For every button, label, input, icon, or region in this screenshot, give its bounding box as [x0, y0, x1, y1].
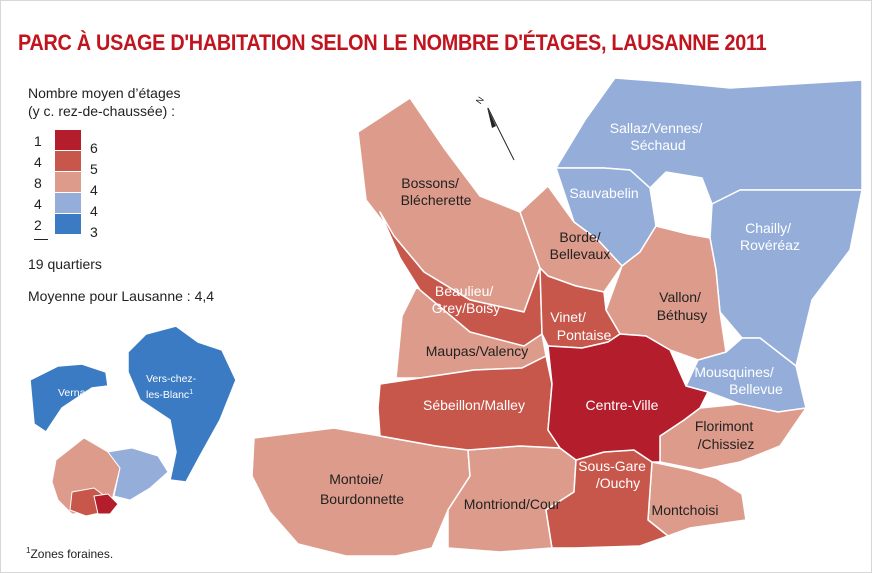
district-verschez [127, 325, 237, 483]
legend-swatch [55, 151, 81, 171]
inset-area-dark [93, 493, 119, 515]
legend-heading-line2: (y c. rez-de-chaussée) : [28, 103, 176, 119]
label-vallon: Vallon/ Béthusy [657, 289, 708, 323]
legend-item: 8 4 [28, 172, 148, 198]
legend-item: 1 6 [28, 130, 148, 156]
north-arrow-line [487, 107, 515, 161]
label-bossons: Bossons/ Blécherette [401, 175, 472, 208]
label-montriond: Montriond/Cour [464, 496, 561, 512]
legend-swatch [55, 172, 81, 192]
legend-count: 8 [34, 175, 42, 191]
label-beaulieu: Beaulieu/ Grey/Boisy [432, 283, 500, 316]
footnote-marker: 1 [26, 546, 31, 555]
legend-count: 4 [34, 154, 42, 170]
label-chailly: Chailly/ Rovéréaz [740, 220, 800, 253]
legend-level: 6 [90, 140, 98, 156]
label-centreville: Centre-Ville [586, 397, 659, 413]
label-sallaz: Sallaz/Vennes/ Séchaud [610, 120, 707, 153]
legend-level: 4 [90, 203, 98, 219]
legend-heading: Nombre moyen d’étages (y c. rez-de-chaus… [28, 84, 181, 120]
inset-area-blue [107, 447, 169, 501]
label-sebeillon: Sébeillon/Malley [423, 397, 525, 413]
label-florimont: Florimont /Chissiez [695, 418, 757, 452]
north-arrow-head-icon [487, 107, 496, 128]
label-verschez: Vers-chez- les-Blanc1 [146, 373, 199, 401]
legend-item: 2 3 [28, 214, 148, 240]
label-vinet: Vinet/ Pontaise [550, 309, 611, 343]
map-title: PARC À USAGE D'HABITATION SELON LE NOMBR… [18, 30, 767, 55]
legend-sum-line [34, 239, 48, 240]
district-labels: Sallaz/Vennes/ Séchaud Sauvabelin Chaill… [58, 120, 800, 518]
legend-count: 2 [34, 217, 42, 233]
district-vernand [29, 363, 109, 433]
legend-total: 19 quartiers [28, 256, 102, 272]
label-maupas: Maupas/Valency [426, 343, 528, 359]
legend-count: 1 [34, 133, 42, 149]
north-arrow: N [474, 95, 515, 161]
label-borde: Borde/ Bellevaux [550, 229, 611, 262]
label-montoie: Montoie/ Bourdonnette [320, 471, 404, 507]
legend-item: 4 4 [28, 193, 148, 219]
label-mousquines: Mousquines/ Bellevue [694, 364, 783, 397]
legend-count: 4 [34, 196, 42, 212]
label-sauvabelin: Sauvabelin [569, 185, 638, 201]
overview-inset [51, 437, 169, 517]
label-vernand: Vernand1 [58, 387, 101, 399]
district-montchoisi [647, 461, 747, 537]
legend-swatch [55, 214, 81, 234]
legend-item: 4 5 [28, 151, 148, 177]
label-montchoisi: Montchoisi [652, 502, 719, 518]
legend-level: 3 [90, 224, 98, 240]
district-centreville [547, 333, 709, 463]
legend-swatch [55, 130, 81, 150]
legend-average: Moyenne pour Lausanne : 4,4 [28, 288, 215, 304]
legend-level: 4 [90, 182, 98, 198]
legend-heading-line1: Nombre moyen d’étages [28, 85, 181, 101]
footnote: 1Zones foraines. [26, 546, 113, 561]
legend-level: 5 [90, 161, 98, 177]
legend-swatch [55, 193, 81, 213]
district-chailly [709, 189, 863, 367]
footnote-text: Zones foraines. [30, 547, 114, 561]
label-sousgare: Sous-Gare /Ouchy [578, 458, 650, 491]
north-arrow-label: N [474, 95, 486, 106]
